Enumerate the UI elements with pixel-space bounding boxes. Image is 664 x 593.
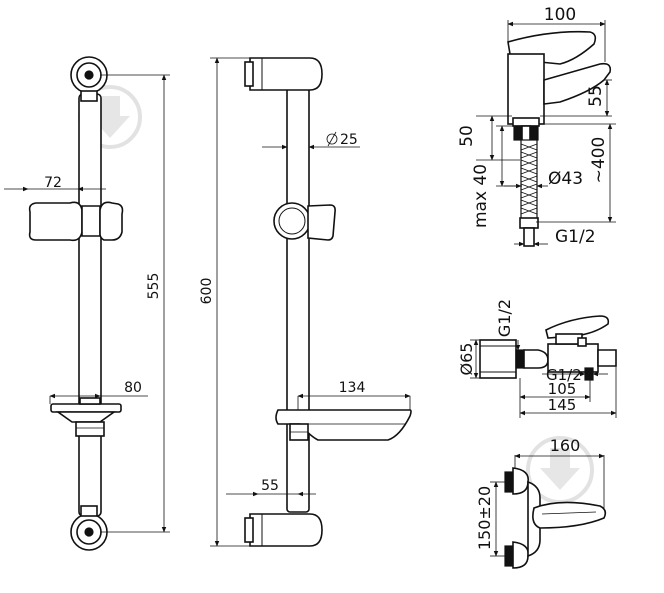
dim-g12-side-label: G1/2 [546, 366, 582, 384]
basin-mixer-view [507, 30, 612, 247]
rail-side-view [244, 57, 412, 547]
dim-g12-side: G1/2 [542, 366, 608, 384]
dim-55-spout-label: 55 [586, 85, 606, 107]
dim-55-spout: 55 [540, 79, 612, 117]
dim-160-label: 160 [550, 436, 581, 455]
dim-50: 50 [457, 115, 520, 161]
dim-555-label: 555 [146, 273, 162, 300]
dim-max-40-label: max 40 [471, 164, 491, 228]
dim-43: Ø43 [504, 169, 583, 189]
dim-65-label: Ø65 [457, 343, 476, 376]
dim-150-label: 150±20 [475, 486, 494, 550]
dim-25-label: 25 [340, 132, 358, 148]
dim-134-label: 134 [339, 380, 366, 396]
dim-600: 600 [199, 57, 250, 547]
dim-145: 145 [519, 366, 617, 418]
dim-400-label: ~400 [589, 137, 609, 184]
dim-100: 100 [507, 5, 606, 62]
dim-100-label: 100 [544, 5, 576, 25]
dim-145-label: 145 [548, 396, 577, 414]
dim-72-label: 72 [44, 175, 62, 191]
dim-55-label: 55 [261, 478, 279, 494]
dim-g12-basin: G1/2 [514, 227, 596, 247]
dim-400: ~400 [536, 123, 616, 223]
dim-g12-top: G1/2 [495, 299, 521, 351]
dim-150: 150±20 [475, 481, 505, 557]
dim-25: 25 [262, 131, 360, 150]
rail-front-view [28, 56, 124, 551]
dim-43-label: Ø43 [548, 169, 583, 189]
bath-mixer-view [479, 315, 617, 381]
dim-80: 80 [49, 380, 148, 404]
dim-160: 160 [514, 436, 605, 508]
dim-50-label: 50 [457, 125, 477, 147]
dim-134: 134 [297, 380, 411, 410]
dim-80-label: 80 [124, 380, 142, 396]
dim-105-label: 105 [548, 380, 577, 398]
wall-mixer-view [504, 467, 607, 569]
dim-55: 55 [226, 478, 316, 497]
dim-g12-basin-label: G1/2 [555, 227, 596, 247]
dim-72: 72 [4, 175, 106, 192]
dim-600-label: 600 [199, 278, 215, 305]
dim-65: Ø65 [457, 339, 480, 379]
dim-g12-top-label: G1/2 [495, 299, 514, 337]
dim-555: 555 [100, 74, 170, 533]
dim-max-40: max 40 [471, 125, 522, 228]
